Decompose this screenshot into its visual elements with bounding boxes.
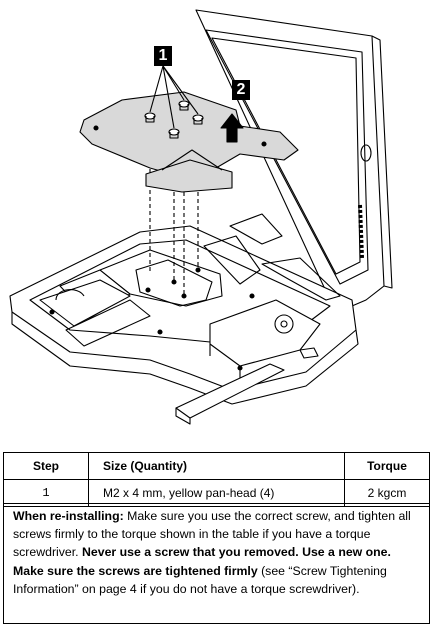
- laptop-disassembly-illustration: [9, 9, 393, 425]
- cell-step: 1: [3, 479, 89, 507]
- header-size: Size (Quantity): [88, 452, 345, 480]
- callout-1: 1: [154, 46, 172, 66]
- screw: [168, 128, 180, 139]
- screw: [192, 114, 204, 125]
- table-row: 1 M2 x 4 mm, yellow pan-head (4) 2 kgcm: [3, 479, 430, 507]
- screws: [144, 100, 204, 139]
- header-step: Step: [3, 452, 89, 480]
- reinstall-note: When re-installing: Make sure you use th…: [3, 503, 430, 624]
- note-lead: When re-installing:: [13, 509, 124, 523]
- shield-plate: [79, 91, 299, 193]
- lift-arrow-icon: [220, 113, 244, 143]
- header-torque: Torque: [344, 452, 430, 480]
- screw-spec-table: Step Size (Quantity) Torque 1 M2 x 4 mm,…: [3, 452, 430, 507]
- base-unit: [9, 213, 359, 425]
- note-text-2: (see “Screw Tightening Information” on p…: [13, 563, 387, 596]
- cell-size: M2 x 4 mm, yellow pan-head (4): [88, 479, 345, 507]
- screw: [144, 112, 156, 123]
- table-header-row: Step Size (Quantity) Torque: [3, 452, 430, 480]
- callout-leaders: [149, 65, 199, 129]
- cell-torque: 2 kgcm: [344, 479, 430, 507]
- note-text-1: Make sure you use the correct screw, and…: [13, 509, 411, 560]
- callout-2: 2: [232, 80, 250, 100]
- note-warning: Never use a screw that you removed. Use …: [13, 545, 391, 578]
- screw: [178, 100, 190, 111]
